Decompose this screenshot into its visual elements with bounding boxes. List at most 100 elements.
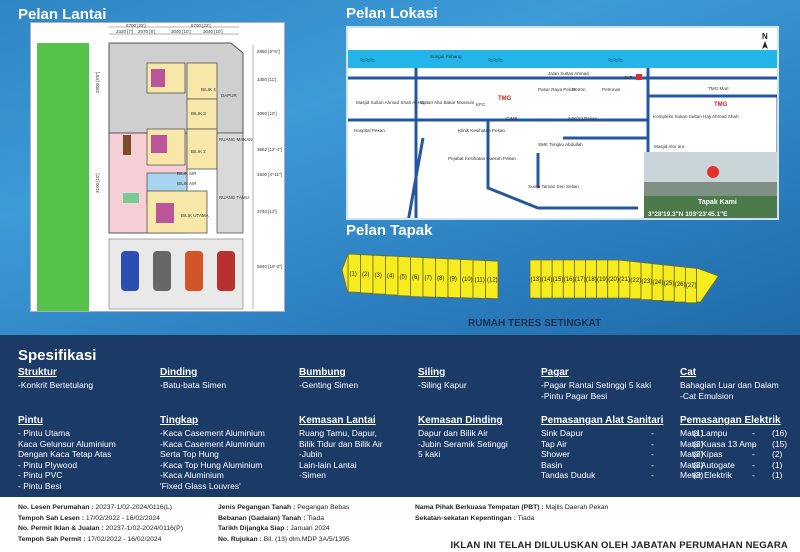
spec-kemasan-lantai-title: Kemasan Lantai [299,415,376,426]
item-qty: (1) [693,428,704,438]
spec-siling: Siling -Siling Kapur [418,367,467,391]
spec-line: Serta Top Hung [160,449,219,459]
site-plan-drawing: (1)(2)(3)(4)(5)(6)(7)(8)(9)(10)(11)(12)(… [341,253,720,329]
sofa-icon [123,193,139,203]
spec-line: Dengan Kaca Tetap Atas [18,449,112,459]
lot-label: (17) [575,277,586,283]
car-icon [121,251,139,291]
footer-info: No. Lesen Perumahan : 20237-1/02-2024/01… [0,497,800,552]
river-label: Sungai Pahang [430,54,462,59]
lot: (18) [585,259,597,299]
spec-pintu: Pintu - Pintu Utama Kaca Gelunsur Alumin… [18,415,116,491]
dim-top-3: 2570 [8'] [138,29,155,34]
room-ruang-tamu: RUANG TAMU [219,195,249,200]
table-row: Mata Autogate-(1) [680,460,787,471]
item-qty: (15) [772,438,788,449]
spec-line: - Pintu Plywood [18,459,78,470]
site-plan-caption: RUMAH TERES SETINGKAT [468,318,601,329]
item-name: Sink Dapur [541,428,584,438]
lot-label: (25) [664,281,675,287]
loc-pejabat: Pejabat Kesihatan Daerah Pekan [448,156,516,161]
item-dash: - [651,438,654,449]
item-dash: - [752,438,755,449]
item-name: Mata Kipas [680,449,723,459]
north-arrow-icon [762,41,768,49]
room-dapur: DAPUR [221,93,238,98]
spec-title: Spesifikasi [18,347,97,364]
lot-label: (23) [642,279,653,285]
footer-key: No. Rujukan : [218,535,262,543]
lot-label: (26) [675,282,686,288]
lot: (5) [397,255,411,297]
spec-cat-title: Cat [680,367,697,378]
compass-n: N [762,32,768,41]
footer-value: Januari 2024 [288,525,330,532]
lot: (13) [529,259,542,299]
footer-value: Pegangan Bebas [295,504,350,511]
lot-label: (3) [375,273,382,279]
footer-key: Tempoh Sah Permit : [18,535,86,543]
lot-label: (24) [653,280,664,286]
spec-line: Ruang Tamu, Dapur, [299,428,377,438]
footer-key: Bebanan (Gadaian) Tanah : [218,514,306,522]
spec-line: -Pintu Pagar Besi [541,390,608,401]
lot: (14) [540,259,553,299]
loc-tmg-1: TMG [498,96,512,102]
lot: (7) [422,257,436,298]
loc-jkr: JKR [624,75,633,80]
lot: (3) [372,254,386,295]
table-row: Basin-(3) [541,460,703,471]
lot-label: (15) [553,277,564,283]
location-pin-icon [707,166,720,188]
approval-notice: IKLAN INI TELAH DILULUSKAN OLEH JABATAN … [450,540,788,551]
item-name: Tap Air [541,438,567,449]
footer-value: 17/02/2022 - 16/02/2024 [85,535,162,543]
loc-klinik: Klinik Kesihatan Pekan [458,128,505,133]
lot-shape [685,266,697,304]
car-icon [217,251,235,291]
site-plan-title: Pelan Tapak [346,222,433,239]
room-ruang-makan: RUANG MAKAN [219,137,253,142]
table-row: Tap Air-(3) [541,439,703,450]
loc-smk: SMK Tengku Abdullah [538,142,583,147]
location-map: ≈≈≈ ≈≈≈ ≈≈≈ Sungai Pahang N JKR Ja [346,26,779,220]
dining-table [123,135,131,155]
side-dim-0: 2900 [9'5"] [95,72,100,93]
spec-kemasan-lantai: Kemasan Lantai Ruang Tamu, Dapur, Bilik … [299,415,383,481]
spec-line: -Kaca Aluminium [160,470,224,480]
lawn-area [37,43,89,311]
dim-top-5: 3040 [10'] [203,29,223,34]
footer-key: No. Lesen Perumahan : [18,504,94,511]
bed-icon [151,135,167,153]
lot: (22) [629,260,642,300]
lot-label: (9) [450,276,457,282]
lot: (4) [385,255,399,296]
room-bilik-3: BILIK 3 [191,111,206,116]
spec-line: - Pintu Besi [18,480,62,491]
footer-value: Tiada [305,514,325,522]
spec-bumbung: Bumbung -Genting Simen [299,367,358,391]
spec-line: Bilik Tidur dan Bilik Air [299,438,383,449]
lot: (6) [410,256,424,298]
lot-label: (1) [350,271,357,277]
lot: (27) [685,266,697,304]
loc-kompleks: Kompleks Sukan Sultan Haji Ahmad Shah [653,114,739,119]
lot-label: (20) [608,277,619,283]
item-dash: - [651,428,654,438]
floor-plan-title: Pelan Lantai [18,6,107,23]
loc-kfc: KFC [476,102,486,107]
lot-label: (2) [362,272,369,278]
lot-label: (10) [462,277,473,283]
lot-label: (7) [425,275,432,281]
loc-tmg-mart-2: TMG Mart [708,86,729,91]
loc-cimb: CIMB [506,116,517,121]
spec-line: - Pintu PVC [18,470,63,480]
spec-line: - Pintu Utama [18,428,70,438]
spec-line: Lain-lain Lantai [299,459,357,470]
location-plan-title: Pelan Lokasi [346,5,438,22]
lot-label: (18) [586,277,597,283]
spec-pagar: Pagar -Pagar Rantai Setinggi 5 kaki -Pin… [541,367,651,401]
table-row: Mata Lampu-(16) [680,428,787,439]
table-row: Shower-(3) [541,449,703,460]
room-bilik-2: BILIK 2 [191,149,206,154]
